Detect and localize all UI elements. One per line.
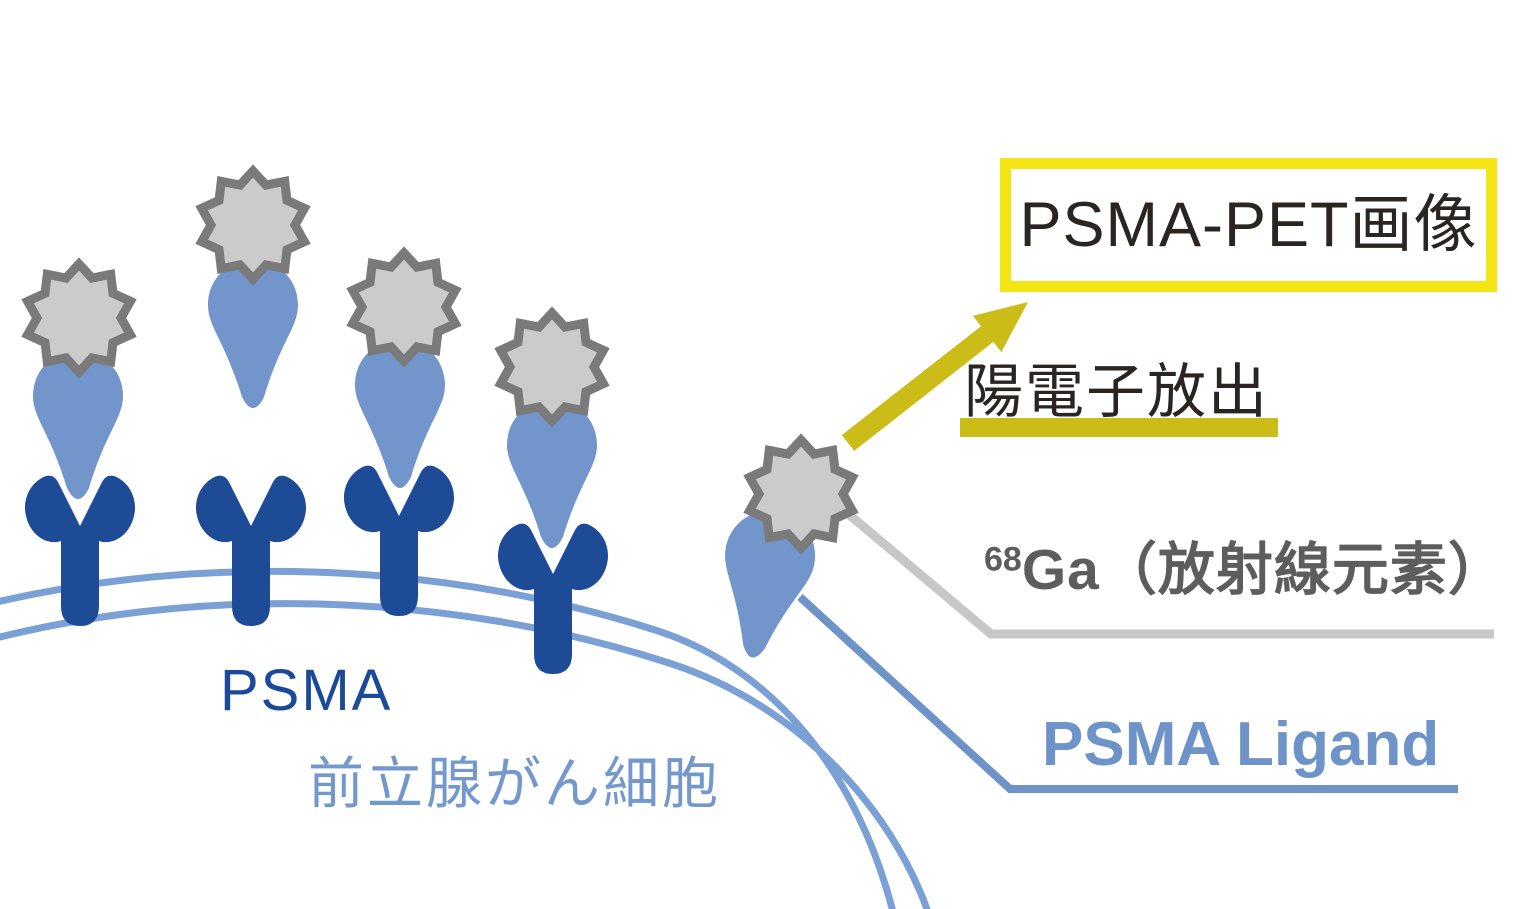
receptor-ligand-complex-2 [195,171,306,626]
psma-receptor-icon [343,465,455,616]
ga68-isotope-icon [202,171,305,279]
psma-receptor-label: PSMA [220,658,393,723]
positron-emission-label: 陽電子放出 [964,359,1270,425]
receptor-ligand-complex-1 [25,264,136,626]
ga68-isotope-icon [353,253,456,361]
ga68-name: Ga（放射線元素） [1021,538,1506,602]
cell-membrane-outer-line [0,567,896,909]
ga68-mass-number: 68 [984,540,1022,579]
ga68-isotope-icon [501,313,604,421]
ga68-isotope-label: 68Ga（放射線元素） [984,542,1506,599]
receptor-ligand-complex-3 [343,253,456,616]
positron-label-highlight [960,418,1278,437]
positron-emission-arrow-icon [841,302,1028,451]
psma-ligand-label: PSMA Ligand [1042,710,1440,779]
free-ligand [707,440,853,666]
ga68-isotope-icon [750,440,853,548]
prostate-cancer-cell-label: 前立腺がん細胞 [308,752,721,815]
cell-membrane [0,567,931,909]
pet-image-callout-box: PSMA-PET画像 [1000,158,1497,292]
receptor-ligand-complex-4 [498,313,609,674]
ga68-isotope-icon [28,264,131,372]
cell-membrane-inner-line [0,600,931,909]
ga68-callout-line [843,508,1494,639]
pet-image-label: PSMA-PET画像 [1019,189,1478,260]
ligand-callout-line [797,594,1458,793]
